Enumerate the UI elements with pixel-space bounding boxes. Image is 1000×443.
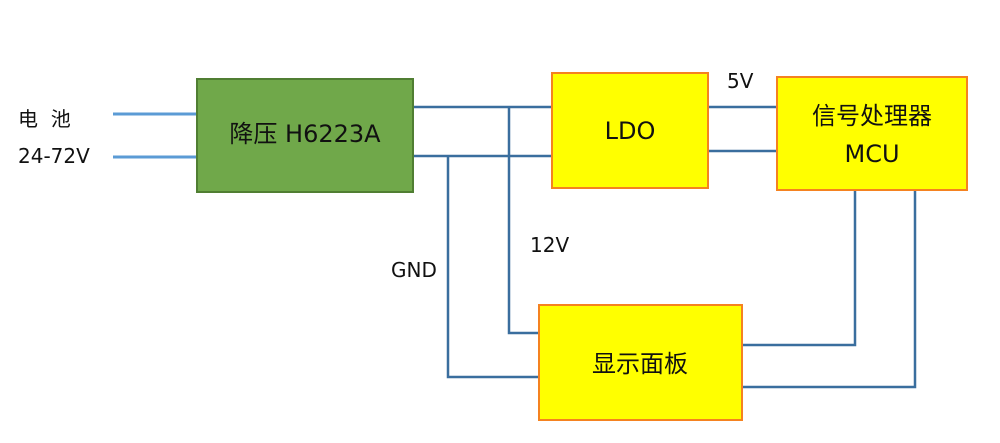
display-block: 显示面板: [538, 304, 743, 421]
battery-voltage-label: 24-72V: [18, 144, 90, 168]
voltage-12v-label: 12V: [530, 233, 569, 257]
wire-gnd-to-display: [446, 156, 539, 379]
ldo-block: LDO: [551, 72, 709, 189]
gnd-label: GND: [391, 258, 437, 282]
wire-mcu-to-display-1: [742, 190, 857, 347]
buck-converter-box: [196, 78, 414, 193]
mcu-block: 信号处理器 MCU: [776, 76, 968, 191]
buck-converter-label: 降压 H6223A: [229, 120, 381, 148]
wire-mcu-to-display-2: [742, 190, 917, 389]
battery-label: 电 池: [18, 107, 71, 131]
mcu-label-line1: 信号处理器: [812, 102, 932, 130]
display-label: 显示面板: [592, 350, 688, 378]
buck-converter-block: 降压 H6223A: [196, 78, 414, 193]
display-box: [538, 304, 743, 421]
ldo-label: LDO: [605, 117, 656, 145]
wiring: [413, 105, 917, 389]
ldo-box: [551, 72, 709, 189]
voltage-5v-label: 5V: [727, 69, 754, 93]
battery-wires: [113, 112, 197, 159]
mcu-box: [776, 76, 968, 191]
mcu-label-line2: MCU: [844, 140, 899, 168]
wire-12v-to-display: [507, 107, 539, 335]
